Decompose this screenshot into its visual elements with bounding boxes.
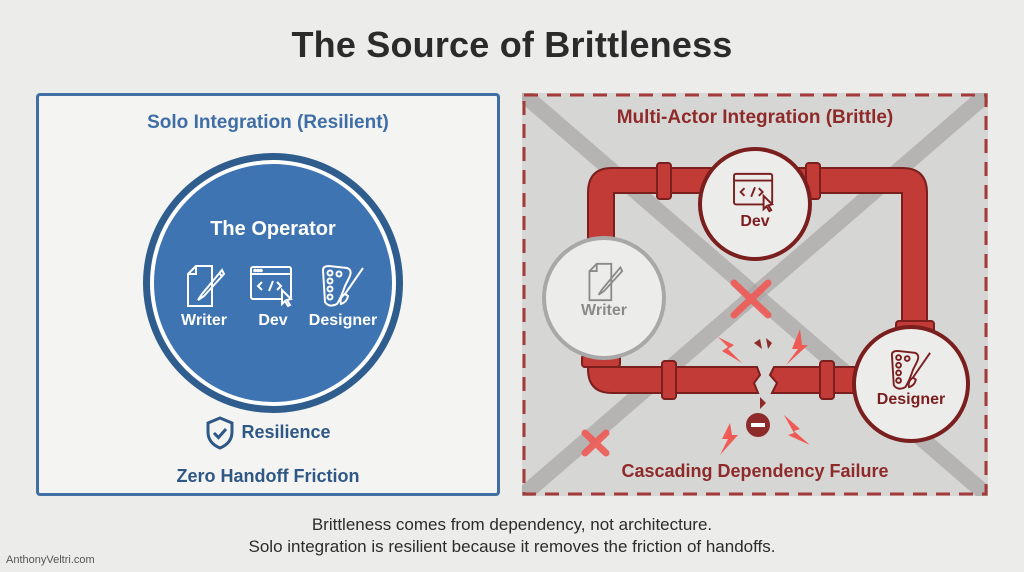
role-writer: Writer [164,264,244,330]
multi-actor-panel: Multi-Actor Integration (Brittle) Writer… [522,93,988,496]
shield-check-icon [206,416,234,450]
code-window-cursor-icon [733,172,775,213]
footer-text: Brittleness comes from dependency, not a… [0,514,1024,558]
zero-handoff-caption: Zero Handoff Friction [176,466,360,486]
role-dev: Dev [233,264,313,330]
solo-panel-title: Solo Integration (Resilient) [147,112,389,133]
cascading-failure-caption: Cascading Dependency Failure [621,461,889,481]
palette-brush-icon [890,349,931,390]
solo-integration-panel: Solo Integration (Resilient) The Operato… [36,93,500,496]
node-designer: Designer [852,325,970,443]
footer-line-1: Brittleness comes from dependency, not a… [311,515,713,534]
operator-title: The Operator [210,218,336,240]
brittle-panel-title: Multi-Actor Integration (Brittle) [616,107,894,128]
page-title: The Source of Brittleness [291,24,733,65]
role-designer: Designer [303,264,383,330]
writer-document-pen-icon [187,265,226,307]
palette-brush-icon [321,264,364,307]
footer-line-2: Solo integration is resilient because it… [248,537,776,556]
node-dev: Dev [698,147,812,261]
operator-circle: The Operator Writer Dev [143,153,403,413]
writer-document-pen-icon [588,262,624,302]
node-writer: Writer [542,236,666,360]
resilience-badge: Resilience [39,416,497,450]
brand-watermark: AnthonyVeltri.com [6,554,95,566]
code-window-cursor-icon [250,266,293,308]
